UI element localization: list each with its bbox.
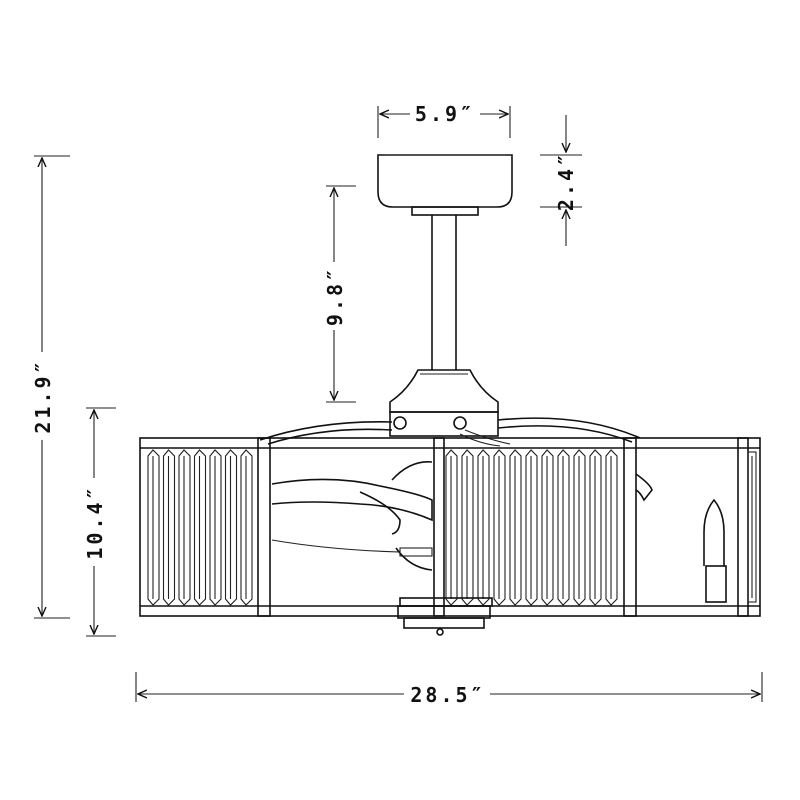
right-end-slats bbox=[747, 451, 757, 603]
top-arms bbox=[259, 417, 641, 447]
label-canopy-width: 5.9″ bbox=[415, 102, 475, 126]
candle-lamp bbox=[703, 498, 727, 603]
dim-overall-height: 21.9″ bbox=[31, 155, 70, 619]
crystal-slat bbox=[477, 449, 490, 606]
crystal-slat bbox=[541, 449, 554, 606]
label-downrod: 9.8″ bbox=[323, 266, 347, 326]
crystal-slat bbox=[445, 449, 458, 606]
crystal-slat bbox=[461, 449, 474, 606]
dim-canopy-width: 5.9″ bbox=[377, 100, 511, 138]
label-canopy-height: 2.4″ bbox=[554, 151, 578, 211]
motor-body bbox=[391, 461, 433, 481]
label-overall-height: 21.9″ bbox=[31, 358, 55, 433]
crystal-slat bbox=[493, 449, 506, 606]
crystal-slat bbox=[525, 449, 538, 606]
fan-blade-left bbox=[271, 478, 433, 522]
motor-housing bbox=[389, 369, 499, 437]
crystal-slat bbox=[209, 449, 222, 606]
crystal-slat bbox=[589, 449, 602, 606]
downrod bbox=[411, 206, 479, 370]
crystal-slat bbox=[557, 449, 570, 606]
crystal-slat bbox=[147, 449, 160, 606]
crystal-slat bbox=[178, 449, 191, 606]
dim-downrod: 9.8″ bbox=[323, 185, 356, 403]
dim-body-height: 10.4″ bbox=[83, 407, 116, 637]
crystal-slat bbox=[605, 449, 618, 606]
fan-blade-right bbox=[635, 473, 653, 502]
crystal-slat bbox=[573, 449, 586, 606]
crystal-slat bbox=[240, 449, 253, 606]
bottom-light bbox=[397, 597, 493, 636]
cage-body bbox=[139, 437, 761, 636]
left-crystal-slats bbox=[147, 449, 253, 606]
crystal-slat bbox=[162, 449, 176, 606]
label-overall-width: 28.5″ bbox=[410, 683, 485, 707]
crystal-slat bbox=[509, 449, 522, 606]
dim-canopy-height: 2.4″ bbox=[540, 115, 582, 246]
canopy bbox=[377, 154, 513, 208]
dim-overall-width: 28.5″ bbox=[135, 672, 763, 707]
crystal-slat bbox=[193, 449, 207, 606]
crystal-slat bbox=[224, 449, 238, 606]
center-crystal-slats bbox=[445, 449, 618, 606]
label-body-height: 10.4″ bbox=[83, 484, 107, 559]
